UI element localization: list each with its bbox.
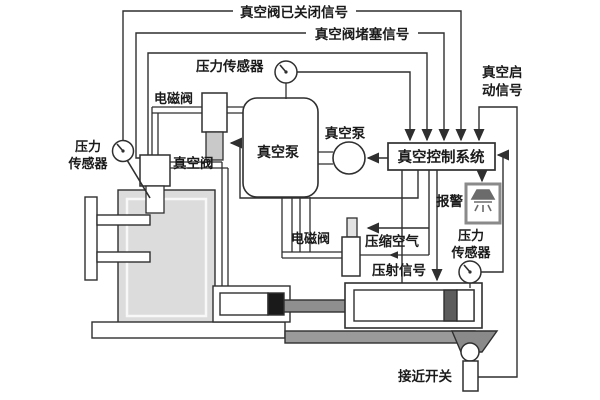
compressed-air-arrow — [389, 251, 398, 259]
platen — [84, 196, 98, 281]
signal-right-sensor-line — [481, 149, 510, 273]
sensor-tap-line — [126, 159, 151, 199]
label-pressure-sensor-right-1: 压力 — [458, 228, 484, 243]
die-casting-machine — [84, 189, 499, 353]
solenoid-valve-top-body — [201, 92, 228, 133]
pressure-gauge-top-icon — [274, 60, 298, 99]
alarm-lamp-icon — [470, 189, 496, 212]
label-bg — [233, 3, 356, 20]
control-system-box — [387, 142, 496, 171]
machine-bed-bar — [284, 330, 476, 344]
plunger-tip — [267, 292, 285, 316]
proximity-switch-icon — [460, 342, 480, 392]
label-pressure-sensor-right-2: 传感器 — [450, 245, 491, 260]
cylinder-end — [456, 289, 475, 322]
vacuum-pump-icon — [332, 141, 366, 175]
shot-sleeve-bore — [219, 292, 269, 316]
label-vacuum-start-2: 动信号 — [482, 82, 523, 98]
signal-vacuum-start-line — [473, 106, 518, 378]
label-signal-valve-clogged: 真空阀堵塞信号 — [315, 26, 410, 42]
control-to-solenoid-top-line — [229, 137, 419, 199]
label-pressure-sensor-left-1: 压力 — [75, 139, 101, 154]
solenoid-valve-bottom-pilot — [346, 217, 358, 238]
label-compressed-air: 压缩空气 — [365, 233, 419, 249]
label-signal-valve-closed: 真空阀已关闭信号 — [240, 4, 348, 20]
label-alarm: 报警 — [436, 193, 463, 209]
tie-bar-bottom — [96, 251, 151, 263]
label-proximity-switch: 接近开关 — [398, 368, 452, 384]
signal-valve-clogged-line — [135, 32, 450, 159]
label-vacuum-pump: 真空泵 — [325, 125, 366, 141]
label-bg — [306, 25, 418, 42]
vacuum-pipes — [151, 106, 429, 286]
label-solenoid-valve-top: 电磁阀 — [154, 91, 193, 106]
label-vacuum-start-1: 真空启 — [482, 64, 523, 80]
label-solenoid-valve-bottom: 电磁阀 — [291, 231, 330, 246]
machine-base — [91, 321, 286, 339]
solenoid-valve-top-plug — [205, 131, 224, 161]
signal-tank-sensor-line — [297, 71, 416, 142]
tie-bar-top — [96, 214, 151, 226]
label-vacuum-tank: 真空泵 — [257, 144, 299, 160]
signal-left-sensor-line — [147, 52, 433, 155]
solenoid-valve-bottom-body — [341, 236, 361, 277]
label-vacuum-valve: 真空阀 — [173, 155, 214, 171]
label-pressure-sensor-left-2: 传感器 — [67, 156, 108, 171]
cylinder-piston — [443, 289, 458, 322]
vacuum-valve-body — [139, 154, 171, 187]
vacuum-tank — [242, 97, 319, 198]
label-control-system: 真空控制系统 — [398, 148, 485, 166]
pressure-gauge-left-icon — [111, 139, 135, 163]
label-injection-signal: 压射信号 — [372, 262, 426, 278]
vacuum-valve-stem — [145, 185, 165, 214]
label-pressure-sensor-top: 压力传感器 — [196, 58, 264, 74]
